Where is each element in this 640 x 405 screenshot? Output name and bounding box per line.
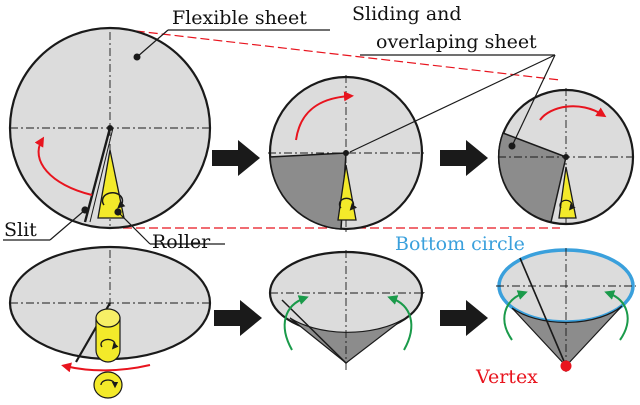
vertex-dot (560, 360, 572, 372)
stage2-partial-overlap (268, 75, 424, 232)
label-flexible-sheet: Flexible sheet (172, 7, 307, 29)
stage1-flat-sheet (8, 26, 330, 230)
slit (83, 127, 112, 223)
label-sliding-line2: overlaping sheet (376, 31, 537, 53)
label-sliding-line1: Sliding and (352, 3, 462, 25)
stage5-shallow-cone (268, 250, 425, 370)
bend-arrow-icon (387, 295, 413, 351)
stage6-full-cone (496, 248, 636, 372)
label-roller: Roller (152, 231, 211, 253)
step-arrow-icon (440, 140, 488, 176)
step-arrow-icon (214, 300, 262, 336)
slit-roller-leaders (3, 206, 225, 245)
label-bottom-circle: Bottom circle (395, 233, 525, 255)
rotation-arrow-icon (34, 136, 93, 196)
stage4-tilted-sheet (8, 245, 212, 399)
sliding-leader-lines (349, 54, 556, 153)
stage3-more-overlap (497, 88, 635, 226)
label-slit: Slit (4, 219, 37, 241)
label-vertex: Vertex (475, 366, 538, 388)
step-arrow-icon (212, 140, 260, 176)
bend-arrow-icon (283, 295, 309, 351)
step-arrow-icon (440, 300, 488, 336)
